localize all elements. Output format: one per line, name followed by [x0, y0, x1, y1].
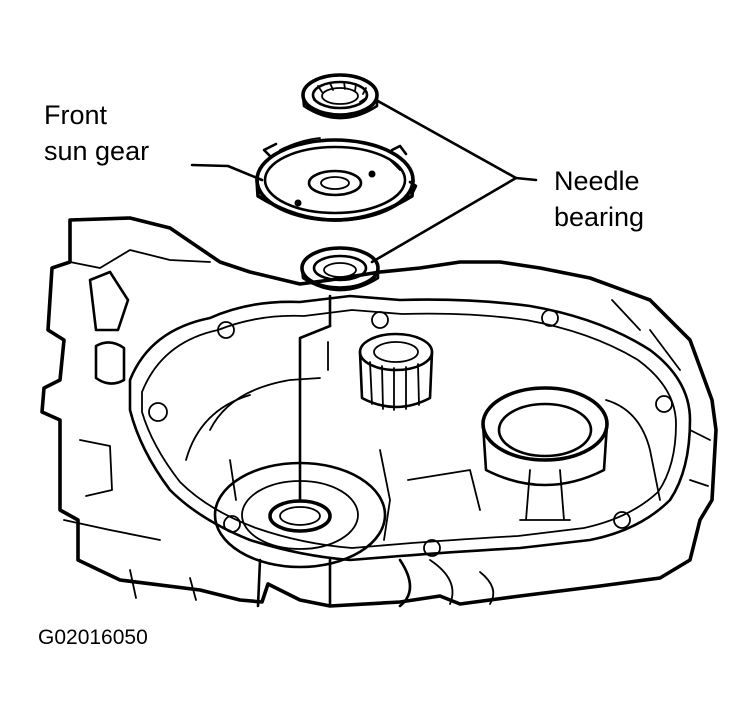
needle-bearing-label-line1: Needle: [554, 166, 640, 196]
needle-bearing-label-line2: bearing: [554, 202, 645, 232]
front-sun-gear-label-line1: Front: [44, 100, 108, 130]
front-sun-gear: [255, 137, 418, 222]
front-sun-gear-label: Front sun gear: [44, 97, 149, 169]
transmission-case: [40, 216, 718, 608]
upper-needle-bearing: [301, 73, 379, 120]
needle-bearing-label: Needle bearing: [554, 163, 644, 235]
figure-id: G02016050: [38, 626, 148, 649]
leader-lines: [190, 98, 538, 264]
assembly-centerline: [298, 294, 332, 502]
lower-needle-bearing: [300, 246, 380, 292]
front-sun-gear-label-line2: sun gear: [44, 136, 150, 166]
